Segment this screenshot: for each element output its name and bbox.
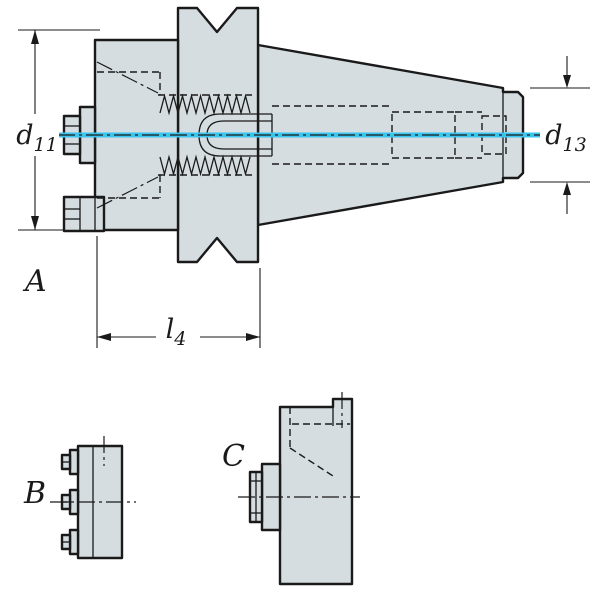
label-d11: d11	[16, 120, 57, 156]
detail-view-c: C	[222, 392, 360, 586]
d11-label-mask	[15, 114, 59, 156]
view-label-b: B	[23, 476, 46, 511]
label-l4: l4	[166, 314, 187, 350]
hidden-chamfer-bottom	[96, 176, 159, 209]
l4-label-mask	[156, 310, 200, 344]
label-d13: d13	[545, 120, 586, 156]
dimension-l4: l4	[96, 236, 261, 350]
view-label-c: C	[222, 439, 245, 474]
set-screw-lower	[62, 195, 106, 233]
detail-c-hidden-diagonal	[289, 447, 334, 477]
thread-profile-top	[159, 93, 251, 116]
l4-arrow-left	[97, 333, 111, 341]
main-view: d11 d13 l4 A	[15, 6, 590, 350]
d13-arrow-down	[563, 75, 571, 88]
detail-view-b: B	[23, 436, 136, 560]
l4-arrow-right	[246, 333, 260, 341]
dimension-d11: d11	[15, 29, 100, 231]
d11-arrow-up	[31, 30, 39, 44]
dimension-d13: d13	[530, 56, 590, 214]
thread-profile-bottom	[159, 154, 251, 177]
detail-c-body	[278, 397, 354, 586]
d11-arrow-down	[31, 216, 39, 230]
view-label-a: A	[22, 264, 47, 299]
d13-arrow-up	[563, 182, 571, 195]
hidden-chamfer-top	[96, 61, 159, 94]
